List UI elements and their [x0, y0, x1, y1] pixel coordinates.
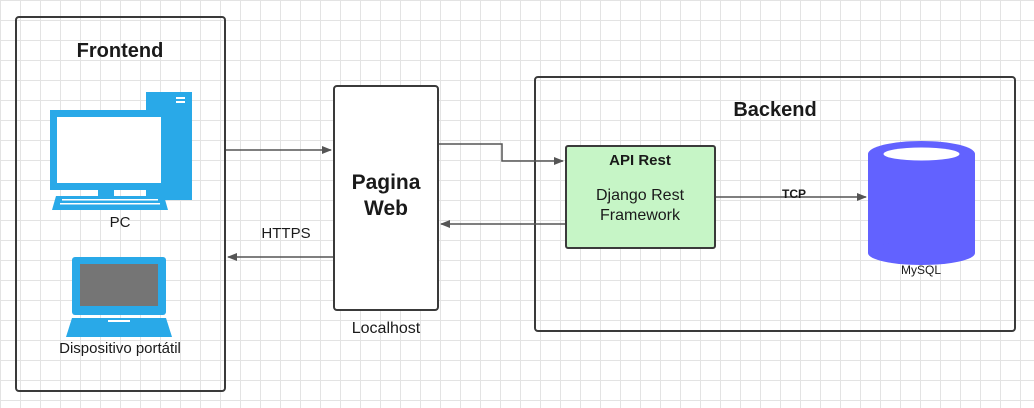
api-framework-line2: Framework — [599, 207, 681, 224]
localhost-caption: Localhost — [351, 320, 421, 337]
frontend-container — [15, 16, 226, 392]
tcp-label: TCP — [782, 187, 806, 201]
mysql-label: MySQL — [900, 263, 942, 277]
desktop-pc-icon — [50, 92, 192, 210]
webpage-title-line2: Web — [364, 197, 408, 220]
backend-title: Backend — [733, 99, 817, 121]
laptop-icon — [66, 257, 172, 337]
https-label: HTTPS — [261, 225, 311, 242]
webpage-title-line1: Pagina — [351, 171, 421, 194]
laptop-label: Dispositivo portátil — [59, 340, 181, 357]
api-rest-title: API Rest — [609, 152, 671, 169]
api-rest-box — [565, 145, 716, 249]
pc-label: PC — [109, 214, 131, 231]
webpage-to-api-arrow — [439, 143, 564, 165]
api-framework-line1: Django Rest — [595, 187, 685, 204]
frontend-title: Frontend — [76, 40, 164, 62]
database-icon — [868, 141, 975, 265]
backend-container — [534, 76, 1016, 332]
webpage-box — [333, 85, 439, 311]
